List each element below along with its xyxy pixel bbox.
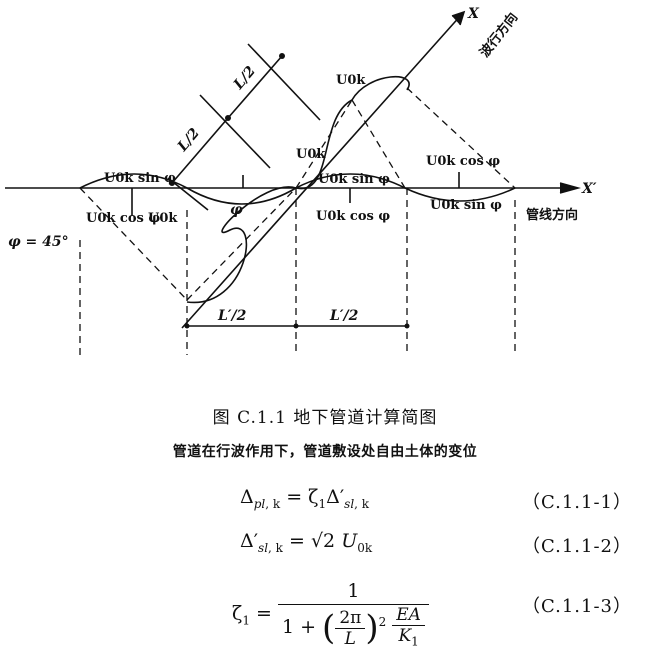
wave-along-x bbox=[186, 75, 410, 304]
x-prime-arrow bbox=[559, 182, 581, 194]
equation-2: Δ′sl, k = √2 U0k bbox=[240, 530, 373, 555]
u0k-cos-label-3: U0k cos φ bbox=[426, 154, 500, 169]
l-prime-half-label-2: L′/2 bbox=[329, 308, 359, 324]
phi-angle-label: φ bbox=[230, 202, 243, 218]
figure-subcaption: 管道在行波作用下，管道敷设处自由土体的变位 bbox=[172, 444, 478, 460]
dot-3 bbox=[279, 53, 285, 59]
dot-4 bbox=[184, 323, 190, 329]
l-half-label-2: L/2 bbox=[230, 63, 259, 93]
phi-value-label: φ = 45° bbox=[8, 234, 69, 250]
equation-row-2: Δ′sl, k = √2 U0k （C.1.1-2） bbox=[0, 526, 650, 566]
l-half-tick-3 bbox=[247, 43, 321, 121]
l-prime-half-label-1: L′/2 bbox=[217, 308, 247, 324]
wave-direction-label: 波行方向 bbox=[477, 10, 522, 61]
u0k-cos-label-1: U0k cos φ bbox=[86, 211, 160, 226]
u0k-label-3: U0k bbox=[148, 211, 178, 226]
x-arrow bbox=[451, 10, 466, 26]
dash-2 bbox=[186, 187, 297, 301]
figure-caption: 图 C.1.1 地下管道计算简图 bbox=[212, 408, 438, 428]
u0k-sin-label-2: U0k sin φ bbox=[318, 172, 390, 187]
dot-1 bbox=[169, 180, 175, 186]
u0k-sin-label-3: U0k sin φ bbox=[430, 198, 502, 213]
dash-4 bbox=[351, 99, 406, 189]
equation-number-1: （C.1.1-1） bbox=[521, 492, 632, 513]
dash-1 bbox=[79, 187, 188, 301]
u0k-cos-label-2: U0k cos φ bbox=[316, 209, 390, 224]
x-axis bbox=[181, 13, 463, 329]
equation-number-3: （C.1.1-3） bbox=[521, 596, 632, 617]
u0k-sin-label-1: U0k sin φ bbox=[104, 171, 176, 186]
equation-row-1: Δpl, k = ζ1Δ′sl, k （C.1.1-1） bbox=[0, 480, 650, 520]
u0k-label-2: U0k bbox=[296, 147, 326, 162]
x-prime-axis-label: X′ bbox=[581, 181, 597, 197]
dot-6 bbox=[404, 323, 410, 329]
equation-1: Δpl, k = ζ1Δ′sl, k bbox=[240, 486, 370, 511]
equation-number-2: （C.1.1-2） bbox=[521, 536, 632, 557]
dash-5 bbox=[406, 87, 516, 189]
dash-3 bbox=[295, 99, 353, 189]
l-half-dim-1 bbox=[171, 117, 229, 184]
dot-2 bbox=[225, 115, 231, 121]
pipe-direction-label: 管线方向 bbox=[526, 207, 578, 223]
x-axis-label: X bbox=[467, 6, 480, 22]
dot-5 bbox=[293, 323, 299, 329]
l-half-dim-2 bbox=[227, 55, 283, 119]
u0k-label-1: U0k bbox=[336, 73, 366, 88]
l-half-tick-2 bbox=[199, 94, 271, 169]
pipeline-wave-diagram: X 波行方向 X′ 管线方向 φ = 45° L/2 L/2 L′/2 L′/2… bbox=[5, 6, 597, 355]
